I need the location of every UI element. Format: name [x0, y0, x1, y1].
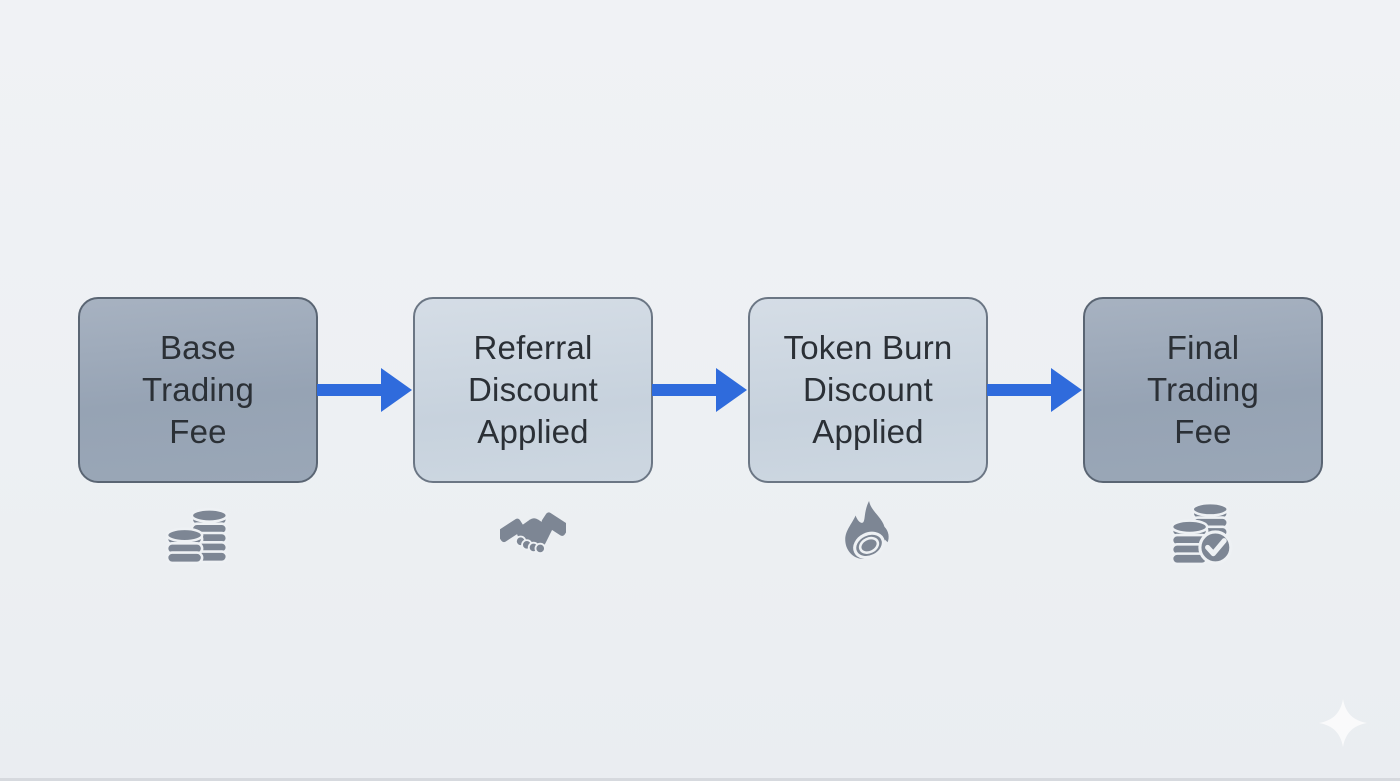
flow-arrow — [317, 368, 412, 412]
step-token-burn-discount: Token Burn Discount Applied — [748, 297, 988, 483]
step-referral-discount: Referral Discount Applied — [413, 297, 653, 483]
flame-coin-icon — [845, 501, 889, 560]
handshake-icon — [500, 512, 566, 555]
step-base-trading-fee: Base Trading Fee — [78, 297, 318, 483]
sparkle-icon — [1319, 699, 1367, 747]
coins-check-icon — [1170, 501, 1233, 566]
step-label: Final Trading Fee — [1146, 329, 1260, 450]
step-final-trading-fee: Final Trading Fee — [1083, 297, 1323, 483]
step-label: Referral Discount Applied — [468, 329, 598, 450]
flow-arrow — [652, 368, 747, 412]
flow-arrow — [987, 368, 1082, 412]
step-label: Token Burn Discount Applied — [783, 329, 953, 450]
coins-icon — [165, 507, 229, 565]
step-label: Base Trading Fee — [141, 329, 255, 450]
